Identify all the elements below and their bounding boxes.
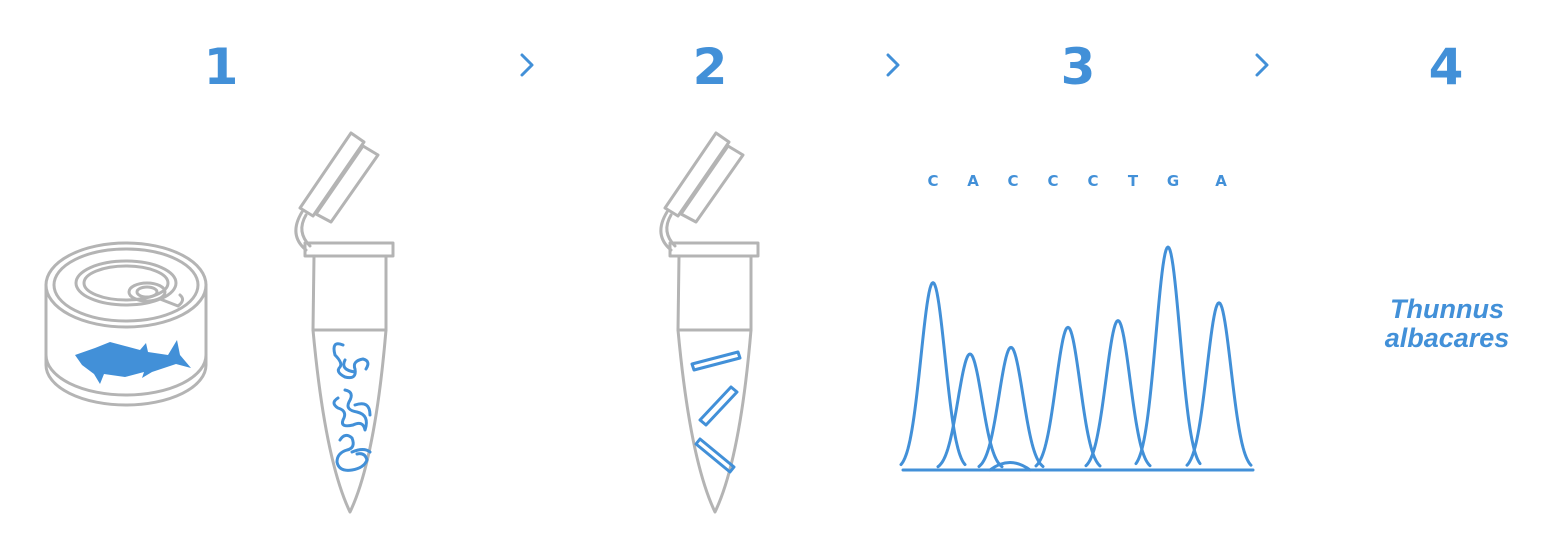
sequence-letters: C A C C C T G A <box>927 172 1227 190</box>
base-letter: T <box>1128 172 1139 190</box>
base-letter: G <box>1167 172 1179 190</box>
dna-fragment <box>694 437 736 474</box>
tube-with-dna-icon <box>294 131 395 514</box>
base-letter: C <box>1087 172 1098 190</box>
chevron-right-icon <box>1255 53 1269 77</box>
dna-fragment <box>698 385 739 427</box>
tube-with-fragments-icon <box>659 131 760 514</box>
base-letter: C <box>927 172 938 190</box>
chevron-right-icon <box>886 53 900 77</box>
chromatogram-peak <box>1134 245 1202 466</box>
step-number-2: 2 <box>693 38 728 96</box>
dna-fragment <box>690 350 742 372</box>
chevron-right-icon <box>520 53 534 77</box>
species-name-epithet: albacares <box>1385 323 1510 353</box>
tuna-can-icon <box>44 241 208 407</box>
tuna-fish-icon <box>75 340 191 384</box>
step-number-3: 3 <box>1061 38 1096 96</box>
chromatogram-minor-peak <box>988 461 1032 472</box>
species-name-genus: Thunnus <box>1390 294 1504 324</box>
chromatogram-peak <box>899 281 967 467</box>
chromatogram-peak <box>1185 301 1253 467</box>
base-letter: C <box>1007 172 1018 190</box>
base-letter: A <box>967 172 979 190</box>
base-letter: C <box>1047 172 1058 190</box>
chromatogram-peak <box>977 345 1045 468</box>
step-number-4: 4 <box>1429 38 1464 96</box>
chromatogram <box>899 245 1255 472</box>
chromatogram-peak <box>1084 319 1152 468</box>
chromatogram-peak <box>936 352 1004 469</box>
chromatogram-peak <box>1034 325 1102 468</box>
step-number-1: 1 <box>204 38 239 96</box>
base-letter: A <box>1215 172 1227 190</box>
